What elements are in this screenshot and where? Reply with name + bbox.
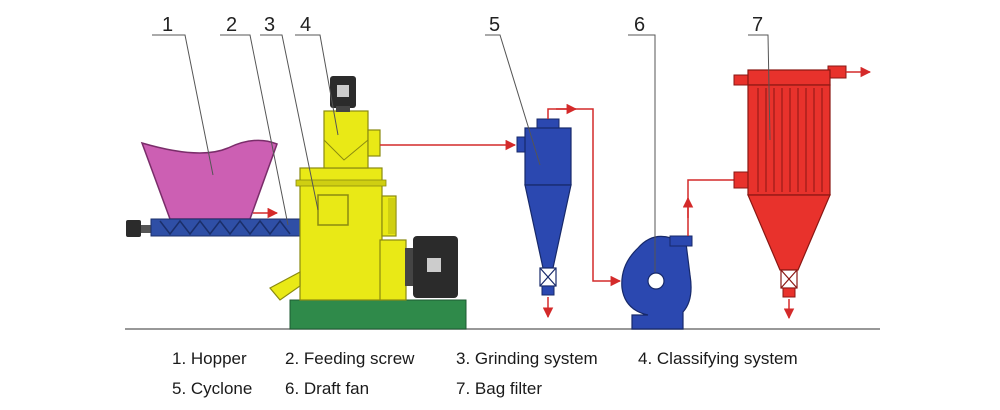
bag-filter <box>733 65 847 298</box>
mill-base <box>289 299 467 330</box>
leader-lines <box>152 34 771 272</box>
legend-item-bag-filter: 7. Bag filter <box>456 379 542 398</box>
leader-3 <box>260 34 319 211</box>
cyclone <box>516 118 572 296</box>
callout-3: 3 <box>264 14 275 36</box>
legend-item-feeding-screw: 2. Feeding screw <box>285 349 415 368</box>
pipe-cyclone-to-fan <box>547 108 622 287</box>
classifier-motor <box>330 76 356 112</box>
mill-motor <box>405 236 458 298</box>
leader-5 <box>485 34 541 166</box>
leader-6 <box>628 34 656 272</box>
hopper <box>140 139 278 220</box>
callout-4: 4 <box>300 14 311 36</box>
legend-item-cyclone: 5. Cyclone <box>172 379 252 398</box>
callout-5: 5 <box>489 14 500 36</box>
feeding-screw <box>126 218 302 237</box>
draft-fan <box>621 235 693 330</box>
leader-7 <box>748 34 771 141</box>
legend-item-hopper: 1. Hopper <box>172 349 247 368</box>
leader-4 <box>295 34 339 136</box>
leader-1 <box>152 34 214 176</box>
classifying-system <box>323 110 381 169</box>
legend-item-grinding-system: 3. Grinding system <box>456 349 598 368</box>
legend-item-draft-fan: 6. Draft fan <box>285 379 369 398</box>
legend: 1. Hopper 2. Feeding screw 3. Grinding s… <box>172 349 798 398</box>
callout-1: 1 <box>162 14 173 36</box>
callout-6: 6 <box>634 14 645 36</box>
leader-2 <box>220 34 289 226</box>
callout-2: 2 <box>226 14 237 36</box>
legend-item-classifying-system: 4. Classifying system <box>638 349 798 368</box>
callout-7: 7 <box>752 14 763 36</box>
pipe-fan-to-filter <box>687 179 734 236</box>
